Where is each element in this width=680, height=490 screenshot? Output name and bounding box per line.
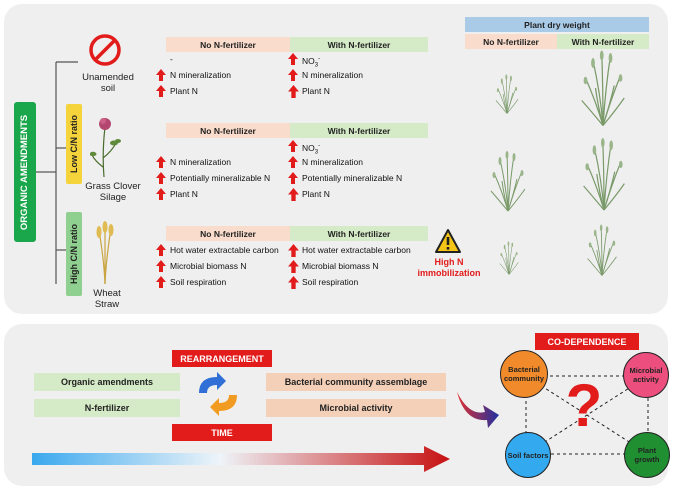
up-arrow-icon bbox=[288, 244, 299, 257]
group2-header-with: With N-fertilizer bbox=[290, 123, 428, 138]
time-label: TIME bbox=[172, 424, 272, 441]
up-arrow-icon bbox=[156, 172, 166, 184]
organic-amendments-label: ORGANIC AMENDMENTS bbox=[14, 102, 36, 242]
group1-header-with: With N-fertilizer bbox=[290, 37, 428, 52]
grass-plant-icon bbox=[580, 134, 628, 214]
up-arrow-icon bbox=[156, 260, 166, 272]
up-arrow-icon bbox=[288, 53, 298, 65]
up-arrow-icon bbox=[156, 85, 166, 97]
group3-header-with: With N-fertilizer bbox=[290, 226, 428, 241]
up-arrow-icon bbox=[288, 276, 299, 289]
up-arrow-icon bbox=[156, 276, 166, 288]
up-arrow-icon bbox=[156, 188, 166, 200]
microbial-activity-box: Microbial activity bbox=[266, 399, 446, 417]
wheat-straw-label: Wheat Straw bbox=[93, 288, 121, 310]
up-arrow-icon bbox=[288, 69, 298, 81]
bracket-lines bbox=[36, 61, 78, 284]
node-bacterial-community: Bacterial community bbox=[500, 350, 548, 398]
time-arrow bbox=[32, 446, 450, 472]
top-panel bbox=[4, 4, 668, 314]
node-plant-growth: Plant growth bbox=[624, 432, 670, 478]
warning-icon bbox=[435, 229, 461, 253]
question-mark: ? bbox=[565, 372, 603, 439]
up-arrow-icon bbox=[288, 85, 299, 98]
unamended-soil-label: Unamended soil bbox=[82, 72, 134, 94]
bacterial-assemblage-box: Bacterial community assemblage bbox=[266, 373, 446, 391]
organic-amendments-box: Organic amendments bbox=[34, 373, 180, 391]
grass-plant-icon bbox=[578, 50, 628, 126]
plant-dry-weight-header: Plant dry weight bbox=[465, 17, 649, 32]
up-arrow-icon bbox=[288, 172, 298, 184]
group1-header-no: No N-fertilizer bbox=[166, 37, 290, 52]
grass-plant-icon bbox=[585, 222, 619, 278]
up-arrow-icon bbox=[156, 69, 166, 81]
up-arrow-icon bbox=[288, 140, 298, 152]
up-arrow-icon bbox=[288, 260, 299, 273]
rearrangement-label: REARRANGEMENT bbox=[172, 350, 272, 367]
up-arrow-icon bbox=[156, 244, 166, 256]
pdw-header-no: No N-fertilizer bbox=[465, 34, 557, 49]
curved-arrow-icon bbox=[457, 392, 499, 428]
node-soil-factors: Soil factors bbox=[505, 432, 551, 478]
up-arrow-icon bbox=[156, 156, 166, 168]
no-entry-icon bbox=[89, 34, 121, 66]
n-fertilizer-box: N-fertilizer bbox=[34, 399, 180, 417]
node-microbial-activity: Microbial activity bbox=[623, 352, 669, 398]
cycle-arrows-icon bbox=[199, 372, 237, 416]
high-cn-tag: High C/N ratio bbox=[66, 212, 82, 296]
low-cn-tag: Low C/N ratio bbox=[66, 104, 82, 184]
grass-plant-icon bbox=[498, 238, 520, 278]
grass-plant-icon bbox=[494, 74, 520, 114]
group2-header-no: No N-fertilizer bbox=[166, 123, 290, 138]
up-arrow-icon bbox=[288, 188, 299, 201]
up-arrow-icon bbox=[288, 156, 298, 168]
grass-plant-icon bbox=[488, 148, 528, 214]
clover-icon bbox=[90, 118, 121, 177]
group3-header-no: No N-fertilizer bbox=[166, 226, 290, 241]
grass-clover-label: Grass Clover Silage bbox=[85, 181, 141, 203]
high-n-immobilization-label: High N immobilization bbox=[417, 257, 481, 278]
wheat-icon bbox=[96, 221, 114, 284]
pdw-header-with: With N-fertilizer bbox=[557, 34, 649, 49]
codependence-label: CO-DEPENDENCE bbox=[535, 333, 639, 350]
